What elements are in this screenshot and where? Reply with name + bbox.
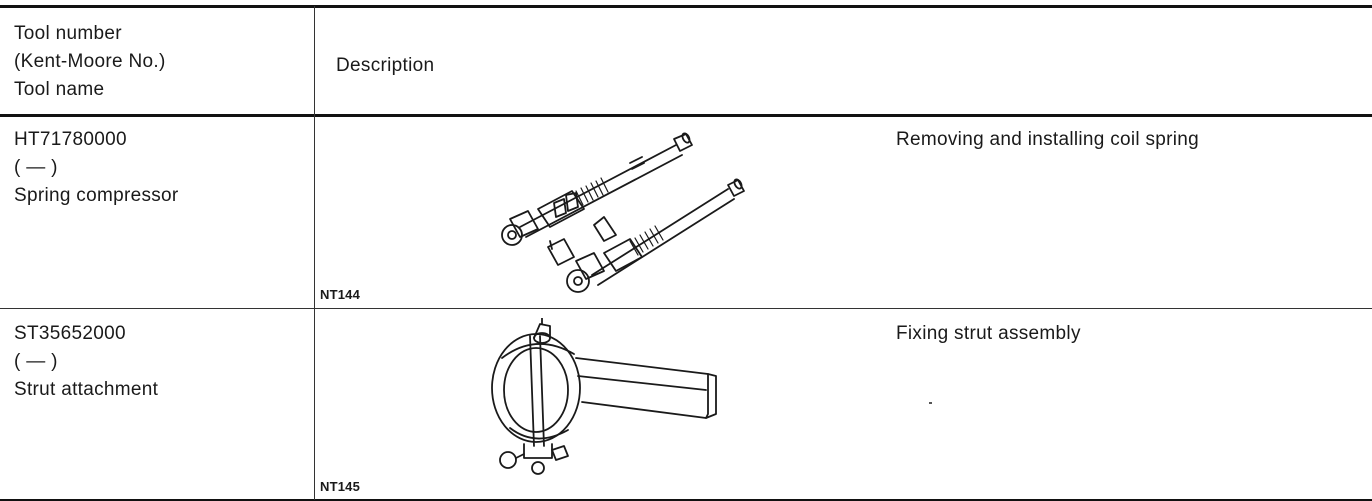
table-header-rule (0, 114, 1372, 117)
header-tool-name: Tool name (14, 79, 105, 100)
kent-moore-number: ( — ) (14, 157, 58, 178)
header-tool-number: Tool number (14, 23, 122, 44)
tool-number: HT71780000 (14, 129, 127, 150)
strut-attachment-icon (491, 318, 717, 475)
tool-name: Spring compressor (14, 185, 179, 206)
table-column-divider (314, 6, 315, 500)
header-tool-column: Tool number (Kent-Moore No.) Tool name (14, 20, 166, 104)
table-row-divider (0, 308, 1372, 309)
figure-code: NT144 (320, 287, 361, 302)
kent-moore-number: ( — ) (14, 351, 58, 372)
table-row: HT71780000 ( — ) Spring compressor (14, 126, 179, 210)
header-description: Description (336, 55, 435, 76)
tool-description: Removing and installing coil spring (896, 129, 1200, 150)
table-top-rule (0, 5, 1372, 8)
figure-code: NT145 (320, 479, 361, 494)
tool-number: ST35652000 (14, 323, 126, 344)
scan-speck (929, 402, 932, 404)
spring-compressor-icon (501, 132, 745, 293)
table-row: ST35652000 ( — ) Strut attachment (14, 320, 158, 404)
table-bottom-rule (0, 499, 1372, 501)
tool-name: Strut attachment (14, 379, 159, 400)
header-kent-moore: (Kent-Moore No.) (14, 51, 166, 72)
tool-description: Fixing strut assembly (896, 323, 1081, 344)
